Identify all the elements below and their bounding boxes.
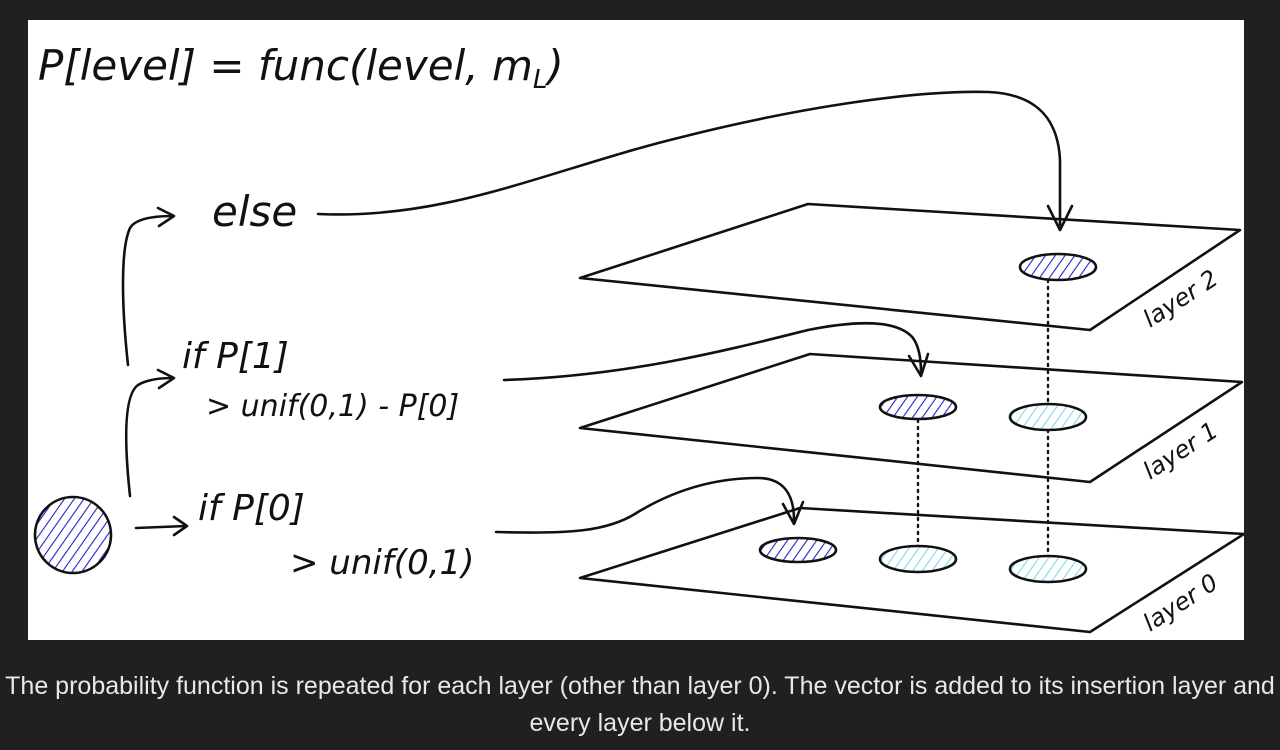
arrow-to-else: [121, 214, 175, 367]
arrow-if-p0-to-layer-0: [494, 476, 796, 534]
branch-if-p1-line1: if P[1]: [182, 336, 289, 377]
arrow-to-if-p1-head: [156, 368, 176, 390]
inserted-node-layer-0: [758, 536, 838, 564]
arrow-to-if-p1: [124, 376, 175, 498]
arrow-else-to-layer-2: [316, 90, 1062, 227]
figure-caption: The probability function is repeated for…: [5, 672, 1275, 737]
copied-node-layer-0-b: [1008, 554, 1088, 584]
inserted-node-layer-1: [878, 393, 958, 421]
inserted-node-layer-2: [1018, 252, 1098, 282]
arrow-vector-to-if-p0: [134, 524, 188, 530]
layer-2-plane: [578, 202, 1242, 332]
arrow-if-p0-to-layer-0-head: [781, 500, 805, 526]
branch-if-p1-line2: > unif(0,1) - P[0]: [206, 389, 459, 424]
arrow-vector-to-if-p0-head: [172, 515, 189, 537]
formula: P[level] = func(level, mL): [38, 41, 564, 95]
diagram-canvas: P[level] = func(level, mL) layer 2 layer…: [33, 41, 1244, 637]
new-vector-node: [33, 495, 113, 575]
copied-node-layer-0-a: [878, 544, 958, 574]
arrow-to-else-head: [156, 206, 176, 228]
branch-if-p0-line1: if P[0]: [198, 488, 305, 529]
branch-else-label: else: [212, 187, 297, 236]
arrow-else-to-layer-2-head: [1046, 204, 1074, 232]
copied-node-layer-1: [1008, 402, 1088, 432]
hnsw-insertion-diagram: P[level] = func(level, mL) layer 2 layer…: [28, 20, 1244, 640]
arrow-if-p1-to-layer-1: [502, 322, 923, 382]
branch-if-p0-line2: > unif(0,1): [290, 543, 474, 583]
arrow-if-p1-to-layer-1-head: [907, 352, 930, 378]
